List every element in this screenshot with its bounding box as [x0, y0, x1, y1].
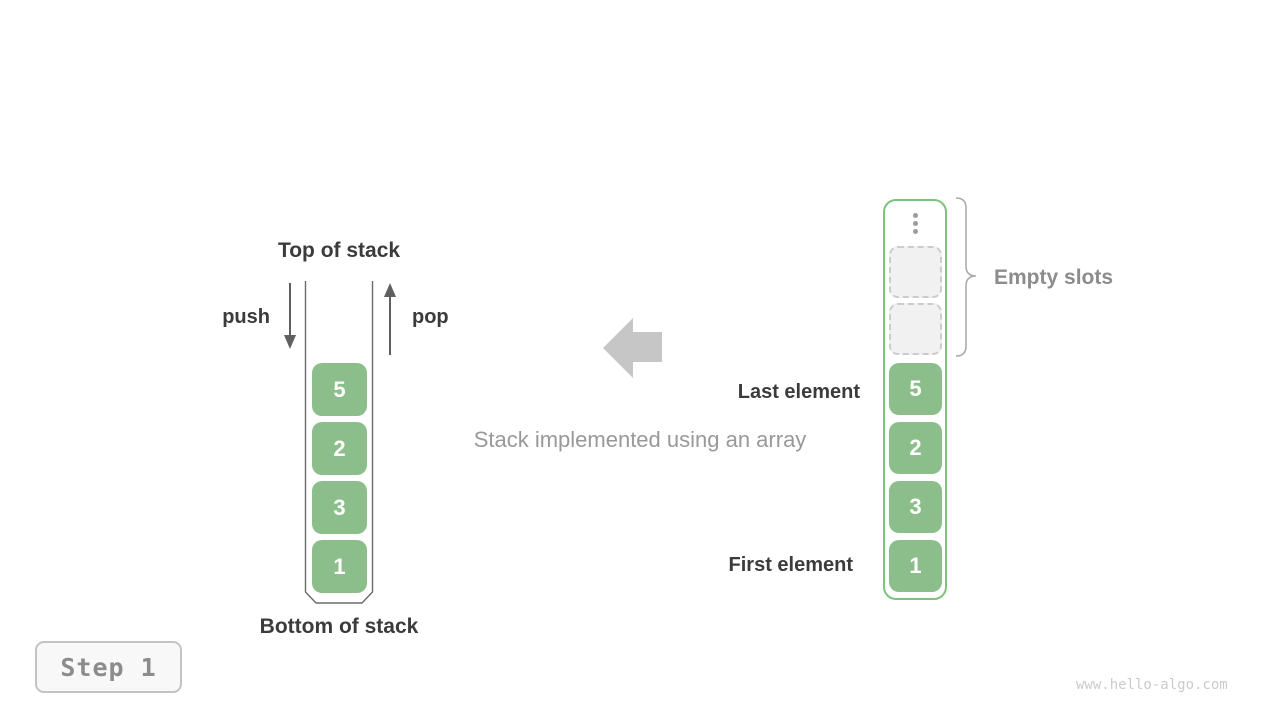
diagram-caption: Stack implemented using an array [473, 427, 807, 452]
ellipsis-dot [912, 229, 918, 234]
ellipsis-dot [912, 221, 918, 226]
array-cell: 1 [889, 540, 942, 592]
array-cell: 3 [889, 481, 942, 533]
first-element-label: First element [728, 554, 853, 576]
stack-cell: 2 [312, 422, 367, 475]
top-of-stack-label: Top of stack [277, 239, 401, 262]
vertical-ellipsis-icon [885, 213, 945, 234]
stack-cell: 5 [312, 363, 367, 416]
bottom-of-stack-label: Bottom of stack [259, 615, 419, 638]
empty-slots-label: Empty slots [994, 266, 1114, 289]
push-arrow-down-icon [284, 283, 296, 349]
push-label: push [222, 306, 270, 328]
pop-arrow-up-icon [384, 283, 396, 355]
left-block-arrow-icon [603, 318, 662, 378]
step-badge: Step 1 [35, 641, 182, 693]
stack-container-outline [304, 281, 374, 604]
last-element-label: Last element [737, 381, 860, 403]
array-cell: 2 [889, 422, 942, 474]
empty-slot [889, 246, 942, 298]
stack-cell: 1 [312, 540, 367, 593]
stack-cell: 3 [312, 481, 367, 534]
ellipsis-dot [912, 213, 918, 218]
empty-slot [889, 303, 942, 355]
watermark: www.hello-algo.com [1076, 677, 1228, 693]
curly-brace-icon [955, 197, 977, 357]
pop-label: pop [412, 306, 449, 328]
array-cell: 5 [889, 363, 942, 415]
